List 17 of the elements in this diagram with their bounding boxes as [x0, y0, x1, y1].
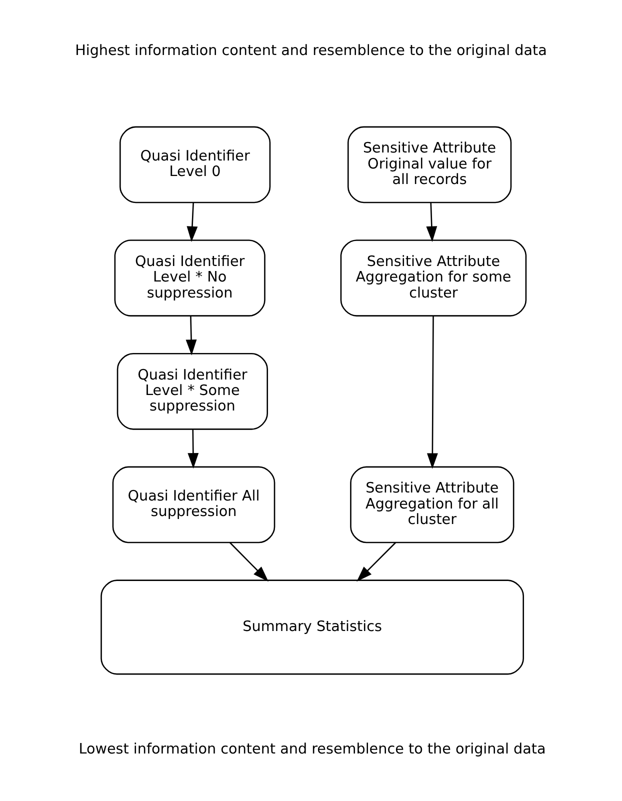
node-box: Sensitive Attribute Aggregation for all cluster: [350, 466, 514, 544]
label: Highest information content and resemblence to the original data: [75, 43, 547, 59]
node-box: Summary Statistics: [100, 580, 524, 675]
node-box: Sensitive Attribute Aggregation for some cluster: [340, 240, 527, 316]
arrow: [230, 542, 268, 582]
node-box: Sensitive Attribute Original value for all records: [347, 126, 512, 204]
arrow: [426, 202, 438, 242]
node-box: Quasi Identifier Level * No suppression: [114, 240, 266, 316]
node-box: Quasi Identifier All suppression: [112, 466, 276, 544]
arrow: [186, 202, 198, 242]
node-box: Quasi Identifier Level * Some suppression: [116, 352, 268, 430]
node-box: Quasi Identifier Level 0: [119, 126, 271, 204]
arrow: [186, 316, 197, 356]
label: Lowest information content and resemblence to the original data: [78, 741, 546, 758]
arrow: [426, 316, 438, 469]
arrow: [188, 430, 199, 469]
arrow: [356, 542, 396, 582]
